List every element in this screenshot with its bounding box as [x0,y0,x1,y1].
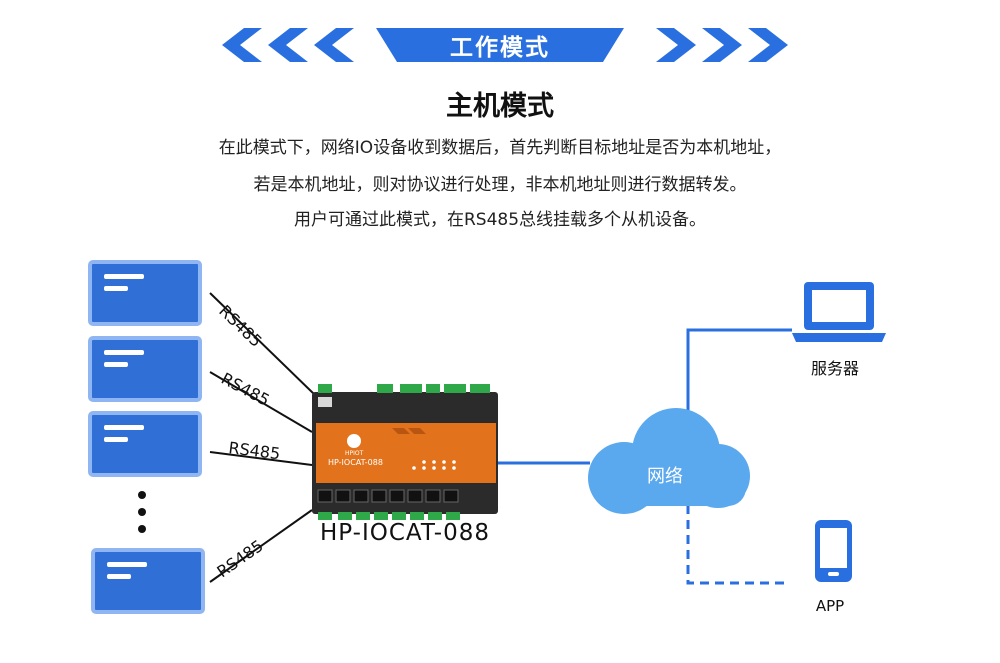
chevron-right-icon [656,28,696,62]
server-label: 服务器 [810,359,859,378]
rs485-line [209,371,313,433]
device-model-label: HP-IOCAT-088 [320,520,490,546]
description-line: 在此模式下，网络IO设备收到数据后，首先判断目标地址是否为本机地址， [218,138,782,158]
slave-device-icon [88,411,202,477]
rs485-label: RS485 [215,301,265,351]
slave-device-icon [88,260,202,326]
io-device: HPIOT HP-IOCAT-088 [312,384,498,520]
rs485-label: RS485 [213,536,266,581]
chevron-right-icon [748,28,788,62]
rs485-line [209,509,313,583]
rs485-label: RS485 [218,369,273,410]
server-link [686,328,792,420]
ellipsis-dots [138,491,146,533]
chevron-left-icon [222,28,262,62]
app-label: APP [815,597,845,615]
banner-label: 工作模式 [450,35,550,61]
chevron-left-icon [268,28,308,62]
app-link [686,505,790,585]
header-banner [222,28,788,62]
description-line: 若是本机地址，则对协议进行处理，非本机地址则进行数据转发。 [253,175,747,195]
slave-device-icon [91,548,205,614]
chevron-right-icon [702,28,742,62]
laptop-icon [792,282,886,342]
brand-logo-icon [347,434,361,448]
cloud-label: 网络 [647,466,683,487]
slave-device-icon [88,336,202,402]
chevron-left-icon [314,28,354,62]
smartphone-icon [815,520,852,582]
rs485-line [209,451,313,466]
device-panel-model: HP-IOCAT-088 [328,458,383,467]
rs485-line [209,292,316,396]
cloud-icon [588,408,750,514]
page-title: 主机模式 [446,91,554,122]
rs485-label: RS485 [228,438,282,463]
device-brand: HPIOT [345,450,364,457]
description-line: 用户可通过此模式，在RS485总线挂载多个从机设备。 [293,210,707,230]
banner-ribbon [376,28,624,62]
